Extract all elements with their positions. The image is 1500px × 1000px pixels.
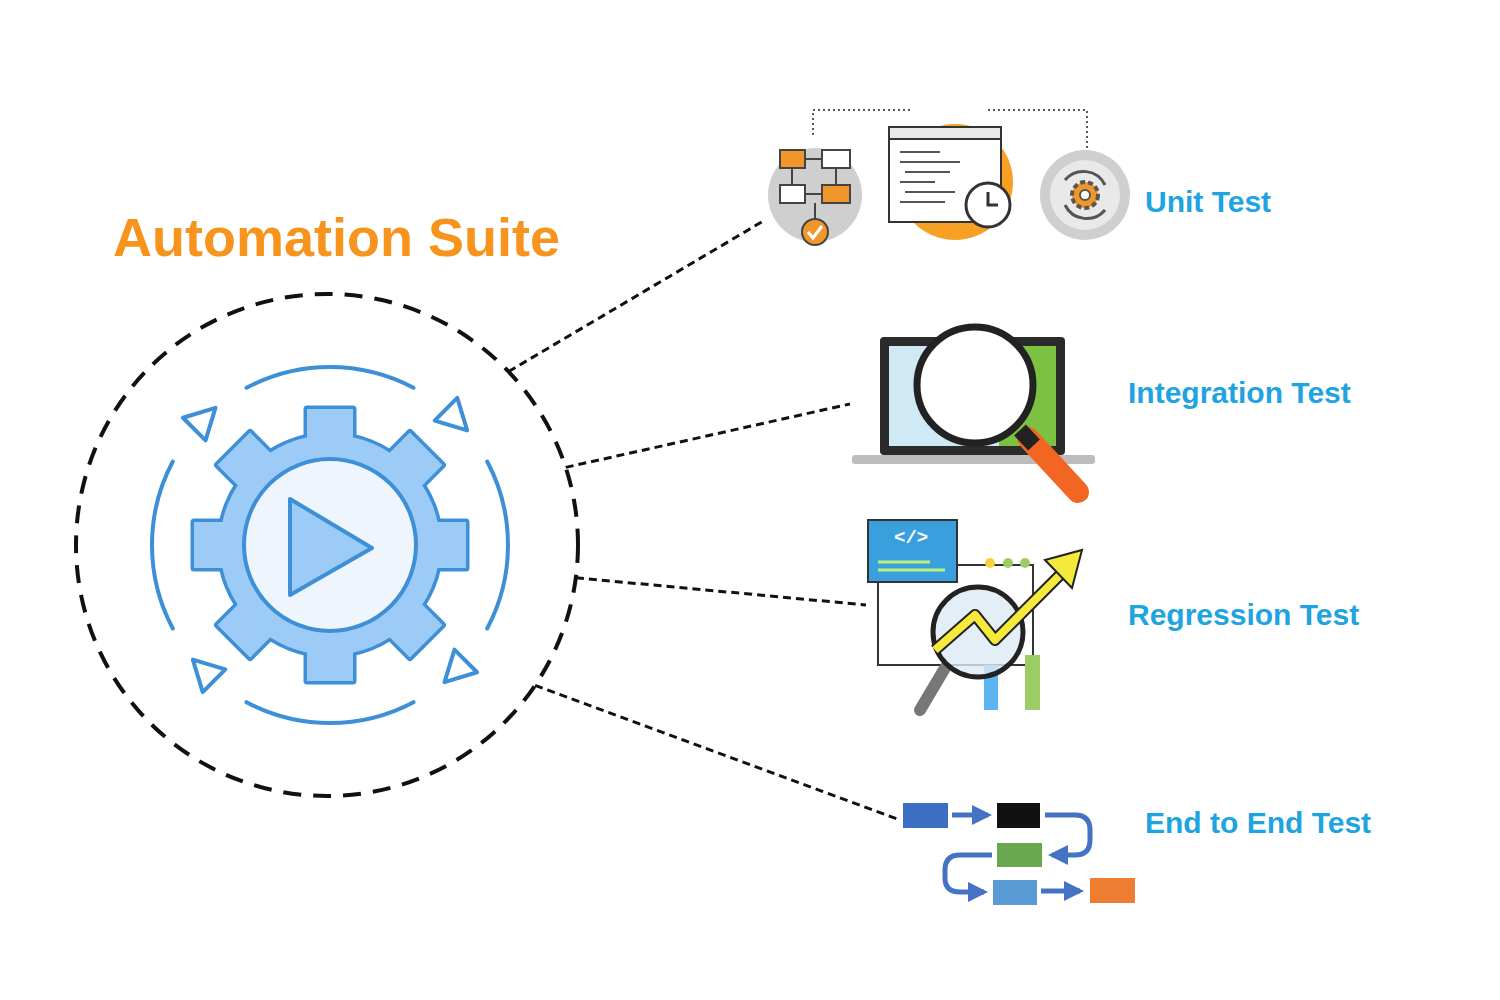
flow-arrow	[945, 855, 992, 892]
flow-arrow	[952, 813, 988, 818]
gear-icon	[152, 367, 508, 723]
window-dot	[985, 558, 995, 568]
flow-box	[780, 150, 805, 168]
test-item: Integration Test	[850, 322, 1380, 512]
gear-fill	[194, 409, 466, 681]
cycle-arc	[487, 462, 508, 629]
dashed-connector	[535, 685, 900, 820]
test-label: End to End Test	[1145, 806, 1371, 840]
suite-circle: Automation Suite	[74, 292, 580, 798]
test-label: Integration Test	[1128, 376, 1351, 410]
flow-arrow	[1041, 889, 1080, 894]
circle-outline-layer	[74, 292, 580, 798]
cycle-badge-inner	[1050, 160, 1120, 230]
clock-hands	[988, 192, 998, 205]
cycle-arrowhead	[435, 398, 479, 442]
cycle-arc	[247, 367, 414, 388]
check-mark	[808, 226, 822, 238]
flow-box	[822, 185, 850, 203]
cycle-arrowhead	[183, 397, 227, 441]
small-gear	[1072, 182, 1098, 208]
flow-block	[997, 843, 1042, 867]
magnifier-handle	[1028, 438, 1078, 492]
play-symbol	[290, 499, 372, 595]
cycle-badge	[1040, 150, 1130, 240]
code-window	[868, 520, 957, 582]
cycle-arrowhead	[433, 650, 477, 694]
check-badge	[802, 219, 828, 245]
flow-arrow	[1045, 815, 1090, 855]
magnifier-lens	[917, 327, 1033, 443]
test-label: Unit Test	[1145, 185, 1271, 219]
cycle-arrowhead	[182, 648, 226, 692]
flow-block	[993, 880, 1037, 905]
magnifier-handle	[920, 668, 945, 710]
bar	[1025, 655, 1040, 710]
cycle-arc	[247, 702, 414, 723]
flow-box	[780, 185, 805, 203]
flow-block	[903, 803, 948, 828]
code-lines	[878, 562, 945, 570]
window-dot	[1003, 558, 1013, 568]
dashed-connector	[566, 404, 850, 467]
test-label: Regression Test	[1128, 598, 1359, 632]
code-symbol: </>	[894, 527, 928, 549]
dashed-connector	[576, 578, 866, 605]
window-bar	[889, 127, 1001, 139]
small-gear-hub	[1080, 190, 1090, 200]
suite-heading: Automation Suite	[113, 206, 560, 268]
cycle-arrows	[1065, 171, 1105, 218]
test-item: End to End Test	[900, 795, 1390, 910]
trend-arrowhead	[1045, 550, 1082, 588]
clock-icon	[966, 183, 1010, 227]
gear-hub	[244, 459, 416, 631]
window-dot	[1020, 558, 1030, 568]
trend-arrow	[935, 575, 1060, 650]
test-item: Unit Test	[765, 105, 1295, 255]
flow-box	[822, 150, 850, 168]
code-lines	[900, 152, 960, 202]
test-item: Regression Test	[866, 515, 1386, 720]
dashed-circle	[76, 294, 578, 796]
magnifier-joint	[1020, 430, 1034, 445]
flow-block	[997, 803, 1040, 828]
gear-outline	[194, 409, 466, 681]
cycle-arc	[152, 462, 173, 629]
flow-block	[1090, 878, 1135, 903]
trend-outline	[935, 575, 1060, 650]
